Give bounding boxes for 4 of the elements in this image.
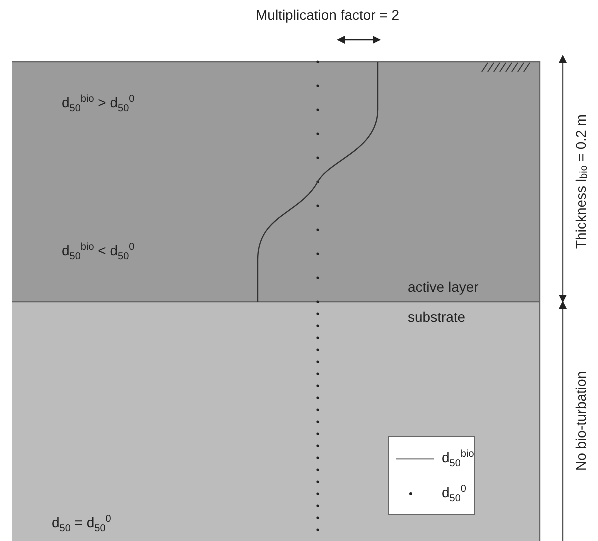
layer-label: active layer	[408, 280, 479, 294]
dimension-label: No bio-turbation	[574, 370, 588, 474]
layer-label: substrate	[408, 310, 466, 324]
chart-title: Multiplication factor = 2	[256, 8, 400, 22]
